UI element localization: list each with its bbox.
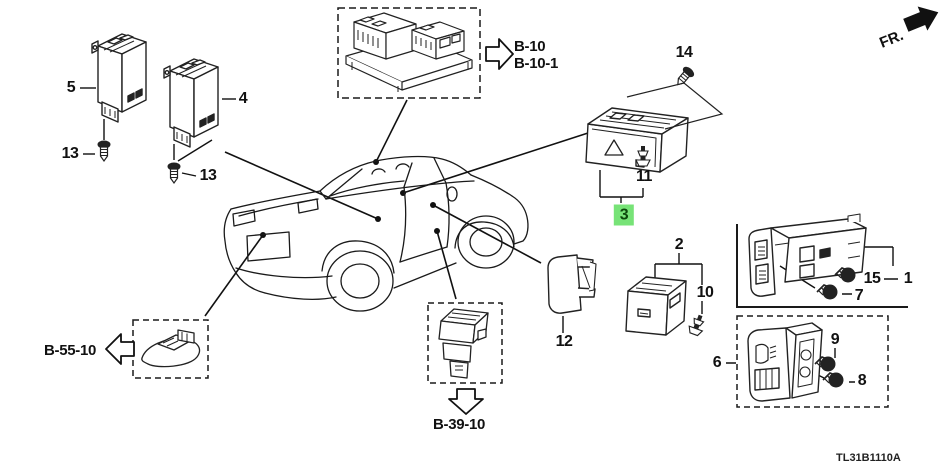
- b39-dashed-box: [427, 302, 503, 384]
- callout-1[interactable]: 1: [903, 270, 913, 287]
- b39-arrow-icon: [448, 388, 484, 415]
- fr-direction-label: FR.: [877, 27, 906, 52]
- callout-7[interactable]: 7: [854, 287, 864, 304]
- callout-9[interactable]: 9: [830, 331, 840, 348]
- foglight-switch-dashed-box: [736, 315, 889, 408]
- ref-b10-1[interactable]: B-10-1: [514, 55, 559, 72]
- callout-15[interactable]: 15: [863, 270, 881, 287]
- b55-dashed-box: [132, 319, 209, 379]
- screw-13b-art: [166, 161, 182, 184]
- callout-13a[interactable]: 13: [61, 145, 79, 162]
- leader-lines: [204, 99, 589, 317]
- fusebox-illustration: [345, 12, 473, 92]
- relay-assembly-4-art: [163, 58, 219, 148]
- foglight-switch-6-art: [747, 322, 823, 402]
- callout-lines: [80, 87, 898, 383]
- bulb-7-art: [816, 283, 839, 301]
- callout-6[interactable]: 6: [712, 354, 722, 371]
- switch-2-art: [625, 276, 687, 336]
- blank-cover-12-art: [547, 254, 597, 314]
- callout-3-highlighted[interactable]: 3: [613, 204, 635, 226]
- seat-heater-switch-frame: [736, 224, 908, 308]
- relay-assembly-5-art: [91, 33, 147, 123]
- callout-5[interactable]: 5: [66, 79, 76, 96]
- callout-13b[interactable]: 13: [199, 167, 217, 184]
- callout-4[interactable]: 4: [238, 90, 248, 107]
- fusebox-dashed-box: [337, 7, 481, 99]
- diagram-code: TL31B1110A: [836, 452, 901, 464]
- callout-2[interactable]: 2: [674, 236, 684, 253]
- ref-b10[interactable]: B-10: [514, 38, 546, 55]
- ref-b39-10[interactable]: B-39-10: [433, 416, 486, 433]
- callout-12[interactable]: 12: [555, 333, 573, 350]
- bulb-8-art: [822, 371, 845, 389]
- callout-10[interactable]: 10: [696, 284, 714, 301]
- car-illustration: [223, 155, 529, 312]
- callout-11[interactable]: 11: [636, 168, 652, 185]
- callout-14[interactable]: 14: [675, 44, 693, 61]
- screw-13a-art: [96, 139, 112, 162]
- mount-panel-outline: [626, 82, 724, 130]
- fr-direction-arrow: FR.: [877, 6, 939, 52]
- hazard-switch-3-art: [585, 107, 689, 173]
- callout-8[interactable]: 8: [857, 372, 867, 389]
- ref-b55-10[interactable]: B-55-10: [44, 342, 97, 359]
- b39-switch-art: [438, 308, 489, 379]
- trunk-opener-art: [141, 329, 201, 368]
- b55-arrow-icon: [105, 333, 135, 365]
- b10-arrow-icon: [485, 38, 514, 70]
- clip-10-art: [686, 312, 708, 338]
